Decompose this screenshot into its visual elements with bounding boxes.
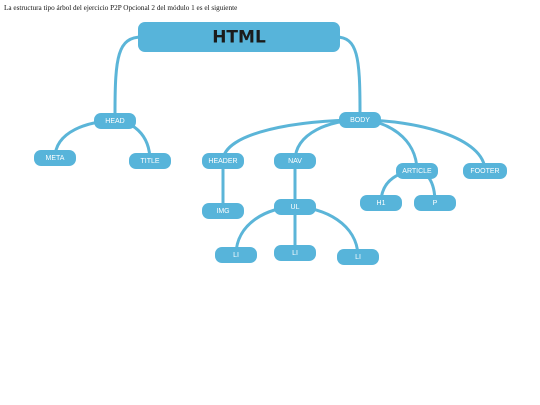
node-li2-box (274, 245, 316, 261)
node-ul-label: UL (291, 204, 300, 211)
node-nav-box (274, 153, 316, 169)
node-li1-label: LI (233, 252, 239, 259)
node-img-box (202, 203, 244, 219)
node-p-box (414, 195, 456, 211)
node-meta-label: META (46, 155, 65, 162)
node-ul: UL (274, 199, 316, 215)
node-nav: NAV (274, 153, 316, 169)
node-h1-label: H1 (377, 200, 386, 207)
node-title: TITLE (129, 153, 171, 169)
node-img-label: IMG (216, 208, 229, 215)
node-header-box (202, 153, 244, 169)
node-li2: LI (274, 245, 316, 261)
edge-html-head (113, 35, 144, 115)
node-body-box (339, 112, 381, 128)
node-html: HTML (138, 22, 340, 52)
node-img: IMG (202, 203, 244, 219)
node-p-label: P (433, 200, 438, 207)
node-nav-label: NAV (288, 158, 302, 165)
node-article-label: ARTICLE (402, 168, 432, 175)
node-body: BODY (339, 112, 381, 128)
node-body-label: BODY (350, 117, 370, 124)
node-html-label: HTML (212, 28, 266, 48)
node-html-box (138, 22, 340, 52)
node-title-box (129, 153, 171, 169)
node-li3: LI (337, 249, 379, 265)
node-head-box (94, 113, 136, 129)
node-header-label: HEADER (208, 158, 237, 165)
node-article-box (396, 163, 438, 179)
node-meta-box (34, 150, 76, 166)
node-li2-label: LI (292, 250, 298, 257)
edge-html-body (334, 35, 362, 114)
node-p: P (414, 195, 456, 211)
node-li3-label: LI (355, 254, 361, 261)
node-header: HEADER (202, 153, 244, 169)
node-h1-box (360, 195, 402, 211)
edge-body-header (221, 118, 362, 163)
node-head: HEAD (94, 113, 136, 129)
node-ul-box (274, 199, 316, 215)
page-caption: La estructura tipo árbol del ejercicio P… (4, 4, 238, 12)
node-li3-box (337, 249, 379, 265)
tree-nodes: HTML HEAD BODY META TITLE HEADER NAV ARTICLE FOO… (34, 22, 507, 265)
node-head-label: HEAD (105, 118, 124, 125)
node-footer-box (463, 163, 507, 179)
node-footer: FOOTER (463, 163, 507, 179)
node-footer-label: FOOTER (470, 168, 499, 175)
node-article: ARTICLE (396, 163, 438, 179)
node-li1-box (215, 247, 257, 263)
tree-edges (53, 35, 487, 259)
node-li1: LI (215, 247, 257, 263)
node-meta: META (34, 150, 76, 166)
node-h1: H1 (360, 195, 402, 211)
node-title-label: TITLE (140, 158, 159, 165)
